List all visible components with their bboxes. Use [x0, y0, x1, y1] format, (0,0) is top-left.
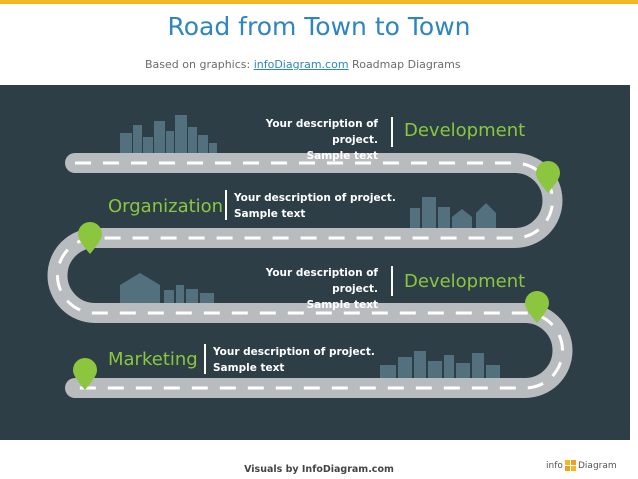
- roadmap-panel: Your description of project. Sample text…: [0, 85, 630, 440]
- location-pin-icon: [536, 161, 560, 193]
- stage-label: Development: [404, 271, 526, 292]
- location-pin-icon: [73, 358, 97, 390]
- stage-description: Your description of project. Sample text: [265, 118, 378, 162]
- logo-text-info: info: [546, 461, 563, 471]
- stage-description: Your description of project. Sample text: [213, 346, 375, 374]
- stage-label: Marketing: [108, 349, 198, 370]
- top-accent-bar: [0, 0, 638, 4]
- roadmap-graphic: [47, 115, 573, 398]
- subtitle-prefix: Based on graphics:: [145, 58, 254, 71]
- logo-text-diagram: Diagram: [578, 461, 617, 471]
- page-title: Road from Town to Town: [167, 12, 471, 41]
- page-subtitle: Based on graphics: infoDiagram.com Roadm…: [145, 58, 461, 71]
- subtitle-suffix: Roadmap Diagrams: [348, 58, 461, 71]
- stage-divider: [391, 266, 393, 296]
- stage-description: Your description of project. Sample text: [234, 192, 396, 220]
- location-pin-icon: [525, 291, 549, 323]
- footer-credit: Visuals by InfoDiagram.com: [244, 464, 394, 475]
- location-pin-icon: [78, 222, 102, 254]
- farm-house-icon: [120, 273, 214, 303]
- stage-label: Organization: [108, 196, 224, 217]
- stage-label: Development: [404, 120, 526, 141]
- town-buildings-icon: [410, 197, 496, 232]
- stage-description: Your description of project. Sample text: [265, 267, 378, 311]
- city-skyline-icon: [120, 115, 217, 159]
- road-lane-markings: [56, 161, 564, 390]
- logo-squares-icon: [565, 460, 576, 471]
- stage-divider: [225, 190, 227, 220]
- stage-divider: [391, 117, 393, 147]
- stage-divider: [204, 344, 206, 374]
- subtitle-link[interactable]: infoDiagram.com: [253, 58, 349, 71]
